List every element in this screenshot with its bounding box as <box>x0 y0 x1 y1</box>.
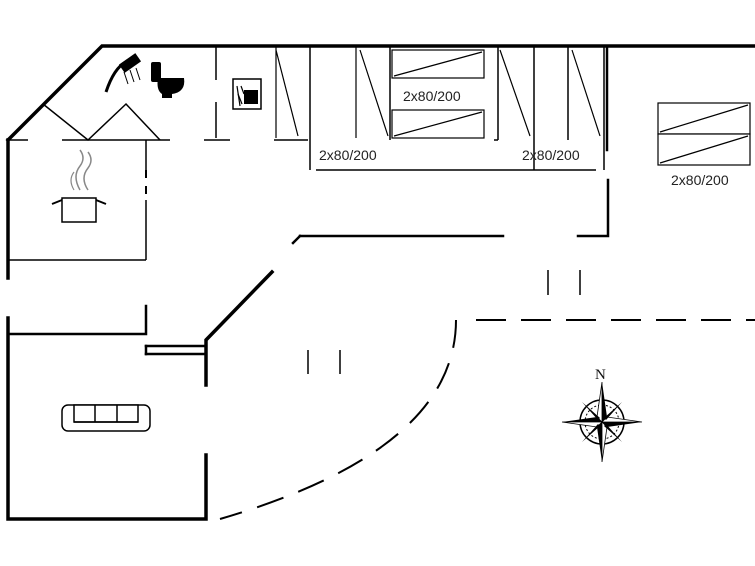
compass-rose-icon <box>561 381 643 463</box>
compass-north-label: N <box>595 367 606 383</box>
bed-label-1: 2x80/200 <box>403 88 461 104</box>
toilet-icon <box>151 62 185 98</box>
dashed-boundaries <box>145 170 755 520</box>
cooking-pot-icon <box>51 149 107 223</box>
door-swings <box>275 46 601 138</box>
sofa-icon <box>61 404 151 432</box>
interior-walls <box>6 44 610 356</box>
bed-label-2: 2x80/200 <box>319 147 377 163</box>
washing-machine-icon <box>232 78 262 110</box>
bed-pair-1 <box>391 49 485 139</box>
bed-label-3: 2x80/200 <box>522 147 580 163</box>
bed-pair-2 <box>657 102 751 166</box>
beds <box>391 49 751 166</box>
bed-label-4: 2x80/200 <box>671 172 729 188</box>
shower-icon <box>104 53 142 93</box>
thin-walls <box>8 46 605 374</box>
outer-walls <box>5 44 755 521</box>
